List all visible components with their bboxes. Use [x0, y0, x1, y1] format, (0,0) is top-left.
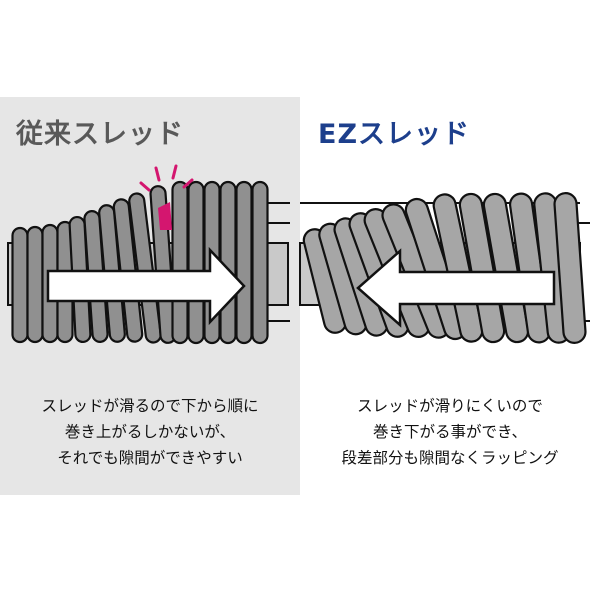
- conventional-thread-caption: スレッドが滑るので下から順に 巻き上がるしかないが、 それでも隙間ができやすい: [0, 393, 300, 471]
- arrow-right: [46, 246, 246, 326]
- thread-coils-left: [11, 180, 269, 345]
- conventional-thread-title: 従来スレッド: [16, 119, 184, 150]
- caption-line: 段差部分も隙間なくラッピング: [341, 449, 559, 467]
- thread-coil: [553, 192, 587, 344]
- thread-coil: [11, 226, 29, 344]
- caption-line: 巻き下がる事ができ、: [373, 423, 527, 441]
- gap-alert-lines: [139, 164, 194, 192]
- thread-coil: [128, 192, 162, 344]
- caption-line: スレッドが滑るので下から順に: [41, 397, 259, 415]
- thread-coil: [149, 185, 177, 344]
- thread-coil: [235, 180, 253, 345]
- ez-thread-diagram: [299, 192, 590, 344]
- arrow-left: [356, 248, 556, 328]
- gap-highlight: [158, 202, 172, 230]
- thread-coils-right: [302, 192, 587, 344]
- conventional-thread-diagram: [7, 164, 290, 345]
- thread-coil: [26, 225, 44, 344]
- thread-coil: [251, 180, 269, 345]
- caption-line: 巻き上がるしかないが、: [64, 423, 236, 441]
- caption-line: スレッドが滑りにくいので: [357, 397, 543, 415]
- ez-thread-title: EZスレッド: [318, 119, 471, 150]
- thread-coil: [171, 180, 189, 345]
- thread-coil: [187, 180, 205, 345]
- caption-line: それでも隙間ができやすい: [57, 449, 243, 467]
- ez-thread-caption: スレッドが滑りにくいので 巻き下がる事ができ、 段差部分も隙間なくラッピング: [300, 393, 600, 471]
